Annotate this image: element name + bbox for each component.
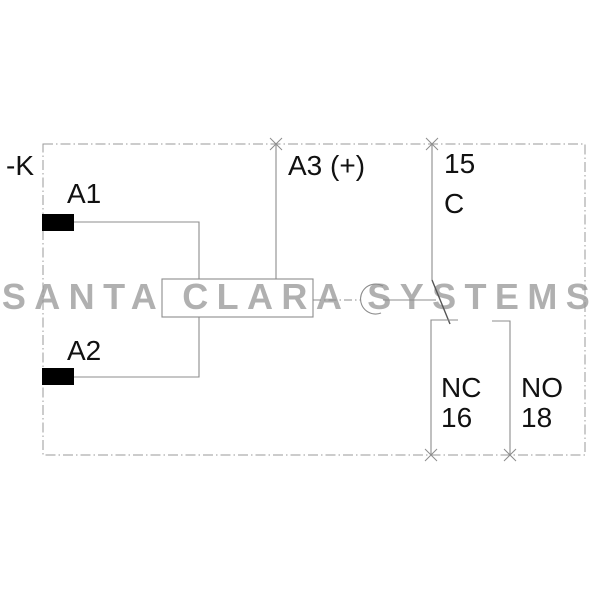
contact-common-label: C <box>444 188 465 219</box>
wire-nc-16 <box>430 319 458 455</box>
terminal-block-a2 <box>42 368 74 385</box>
terminal-label-a1: A1 <box>67 178 102 209</box>
terminal-label-a3: A3 (+) <box>288 150 366 181</box>
device-tag-label: -K <box>6 150 34 181</box>
module-outline <box>42 143 586 456</box>
wire-a1-to-coil <box>74 221 200 279</box>
contact-pin-16-label: 16 <box>441 402 473 433</box>
contact-pin-18-label: 18 <box>521 402 553 433</box>
contact-no-label: NO <box>521 372 563 403</box>
wire-coil-to-a2 <box>74 317 200 378</box>
vendor-watermark: SANTA CLARA SYSTEMS <box>1 276 599 317</box>
border-crossing-marker-15 <box>425 137 439 151</box>
terminal-label-a2: A2 <box>67 335 102 366</box>
terminal-block-a1 <box>42 214 74 231</box>
contact-nc-label: NC <box>441 372 482 403</box>
actuator-arc <box>360 283 384 315</box>
coil-box <box>161 278 314 318</box>
border-crossing-marker-a3 <box>269 137 283 151</box>
wire-no-18 <box>492 320 511 455</box>
contact-blade <box>431 279 451 325</box>
contact-pin-15-label: 15 <box>444 148 476 179</box>
